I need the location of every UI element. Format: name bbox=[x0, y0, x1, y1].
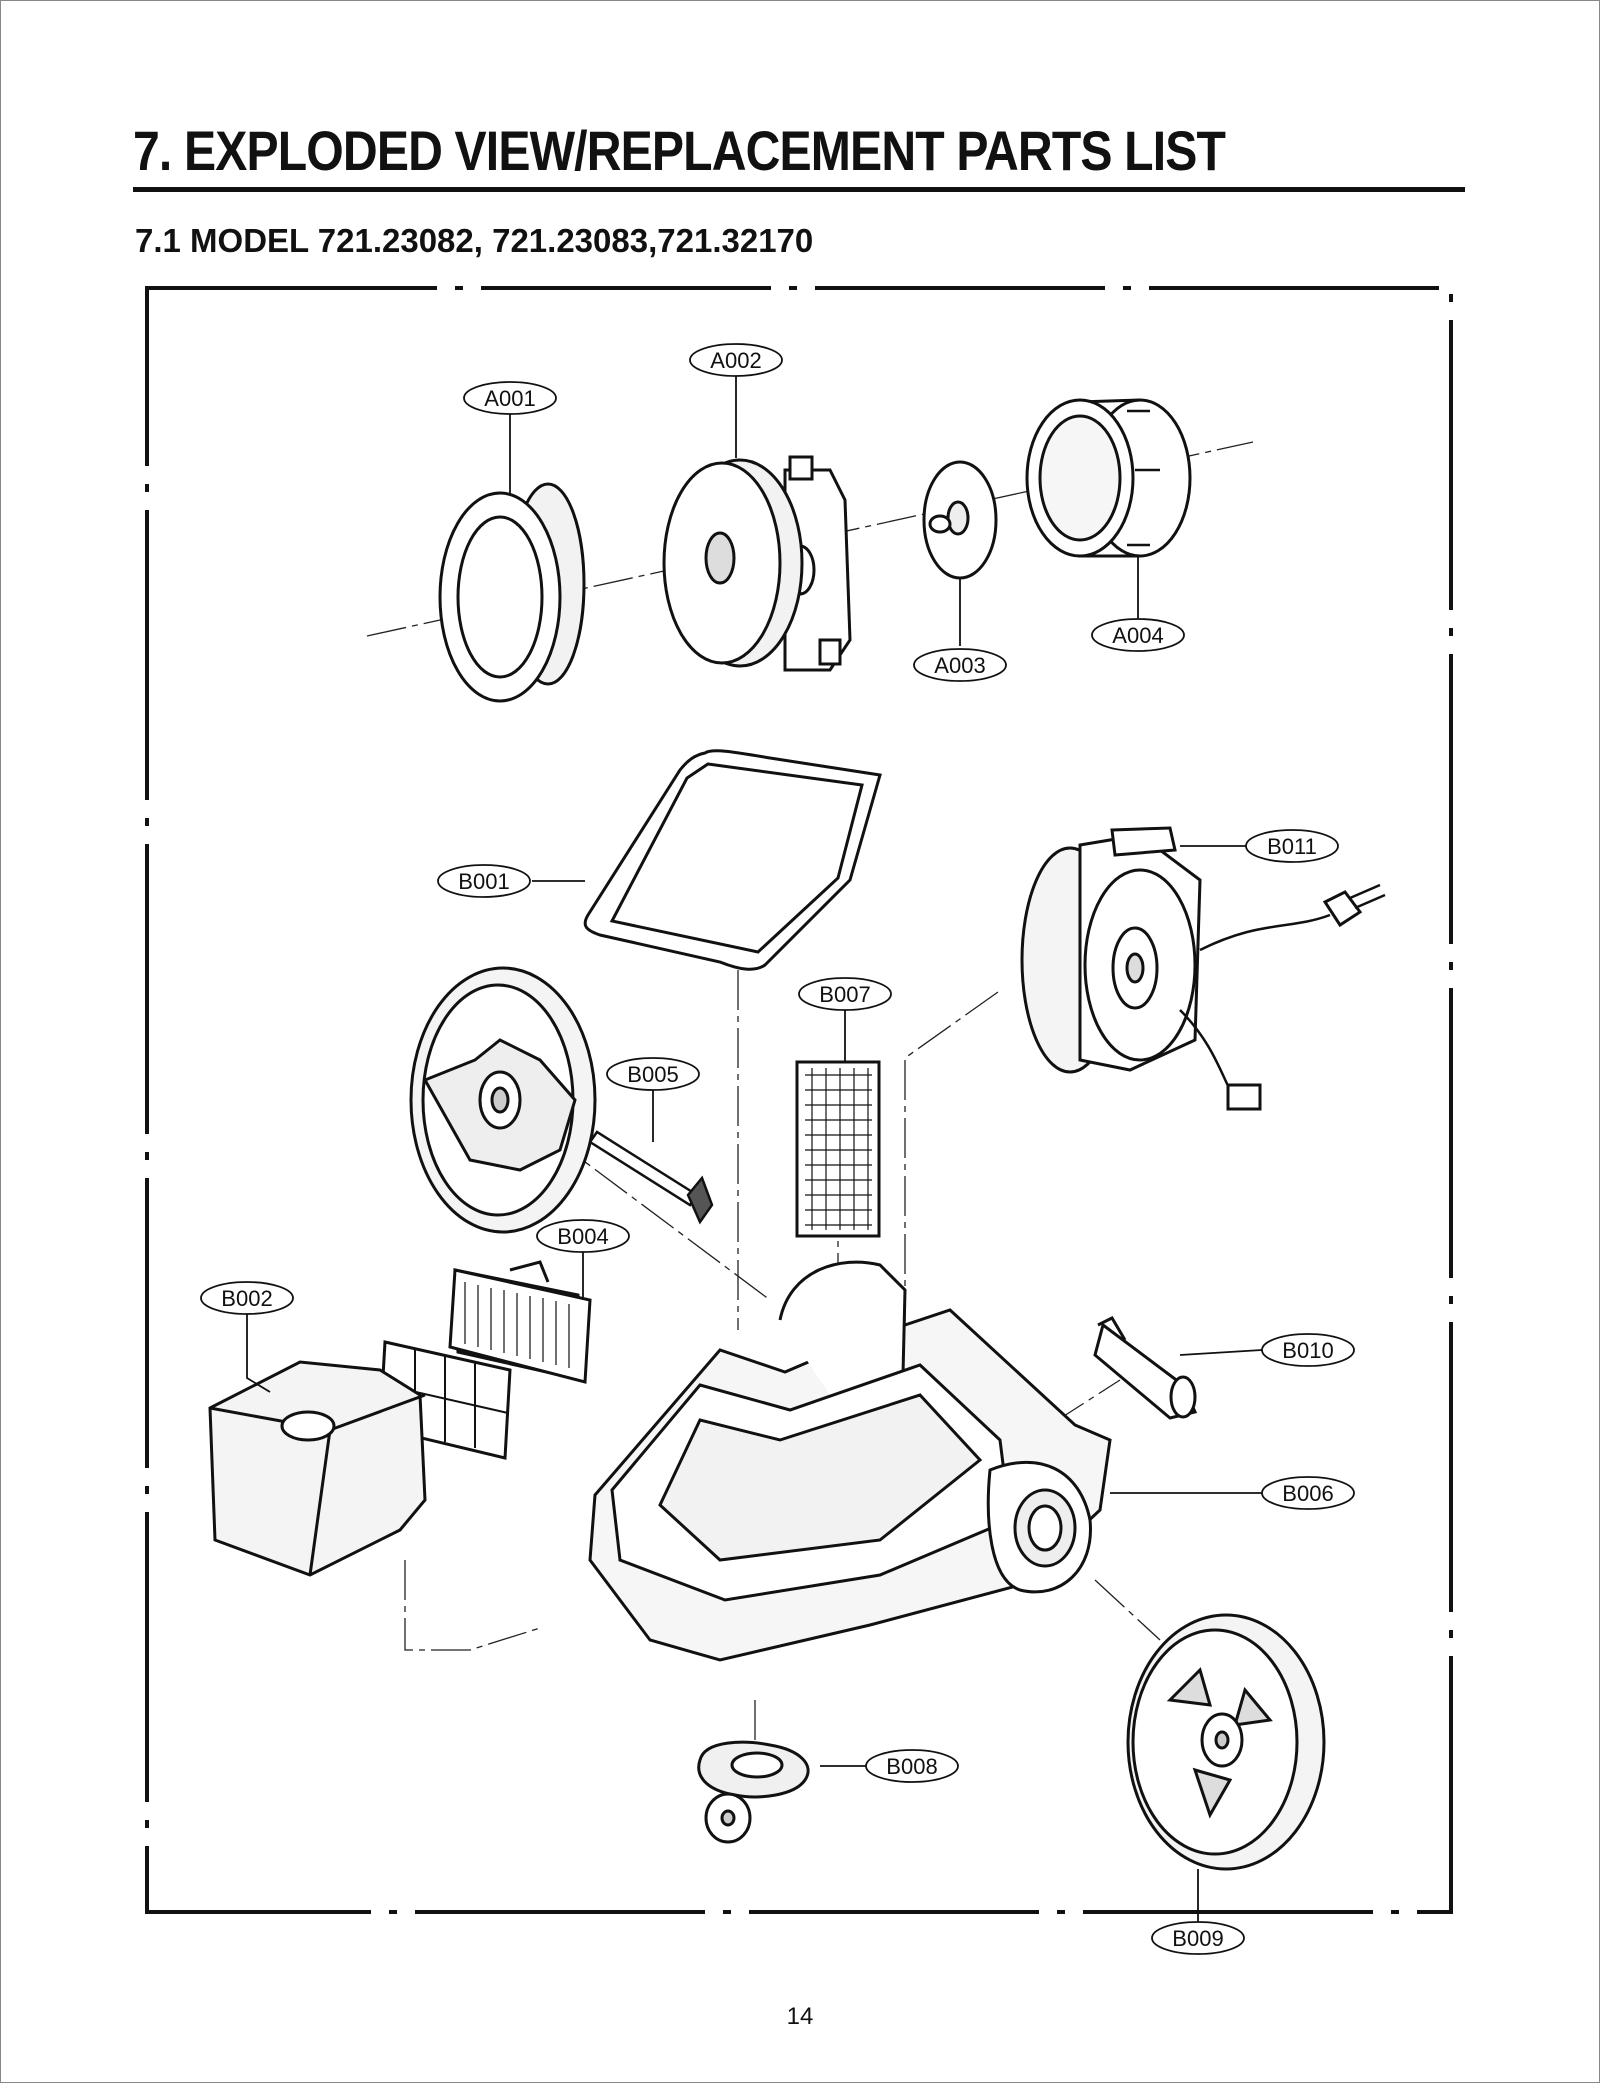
part-side-wheel-left bbox=[409, 966, 597, 1234]
part-label-a003: A003 bbox=[913, 648, 1007, 682]
svg-text:B009: B009 bbox=[1172, 1926, 1223, 1951]
svg-text:B005: B005 bbox=[627, 1062, 678, 1087]
svg-text:B008: B008 bbox=[886, 1754, 937, 1779]
part-label-b009: B009 bbox=[1151, 1921, 1245, 1955]
svg-text:A003: A003 bbox=[934, 653, 985, 678]
svg-text:A002: A002 bbox=[710, 348, 761, 373]
part-b011-cord-reel bbox=[1020, 826, 1386, 1111]
part-label-b004: B004 bbox=[536, 1219, 630, 1253]
part-label-b007: B007 bbox=[798, 977, 892, 1011]
part-label-b008: B008 bbox=[865, 1749, 959, 1783]
svg-text:B011: B011 bbox=[1267, 834, 1317, 859]
part-label-a004: A004 bbox=[1091, 618, 1185, 652]
leader-lines bbox=[246, 376, 1263, 1922]
part-a002-motor bbox=[662, 455, 852, 672]
section-subtitle: 7.1 MODEL 721.23082, 721.23083,721.32170 bbox=[135, 222, 814, 259]
svg-text:A004: A004 bbox=[1112, 623, 1163, 648]
part-label-a001: A001 bbox=[463, 381, 557, 415]
part-label-b005: B005 bbox=[606, 1057, 700, 1091]
part-label-b001: B001 bbox=[437, 864, 531, 898]
title-rule bbox=[133, 187, 1465, 192]
part-label-b011: B011 bbox=[1245, 829, 1339, 863]
part-label-b006: B006 bbox=[1261, 1476, 1355, 1510]
part-b008-caster bbox=[697, 1740, 810, 1844]
svg-text:B004: B004 bbox=[557, 1224, 608, 1249]
part-b005-brush bbox=[588, 1130, 714, 1225]
svg-text:B006: B006 bbox=[1282, 1481, 1333, 1506]
part-label-a002: A002 bbox=[689, 343, 783, 377]
part-b004-filter bbox=[448, 1260, 592, 1384]
part-b001-gasket bbox=[583, 749, 882, 971]
svg-text:B001: B001 bbox=[458, 869, 509, 894]
diagram-frame bbox=[145, 286, 1453, 1914]
part-b010-nozzle bbox=[1093, 1316, 1198, 1420]
part-label-b002: B002 bbox=[200, 1281, 294, 1315]
page-title: 7. EXPLODED VIEW/REPLACEMENT PARTS LIST bbox=[133, 119, 1226, 182]
part-a003-plate bbox=[922, 460, 998, 580]
svg-text:B010: B010 bbox=[1282, 1338, 1333, 1363]
part-a001-ring bbox=[438, 482, 586, 703]
svg-text:A001: A001 bbox=[484, 386, 535, 411]
part-b002-container bbox=[208, 1360, 427, 1577]
part-label-b010: B010 bbox=[1261, 1333, 1355, 1367]
page-number: 14 bbox=[786, 2003, 814, 2030]
part-b007-filter bbox=[795, 1060, 881, 1238]
part-main-body bbox=[588, 1260, 1112, 1662]
svg-text:B007: B007 bbox=[819, 982, 870, 1007]
svg-text:B002: B002 bbox=[221, 1286, 272, 1311]
part-a004-cover bbox=[1025, 398, 1192, 558]
part-b009-wheel bbox=[1126, 1613, 1326, 1871]
